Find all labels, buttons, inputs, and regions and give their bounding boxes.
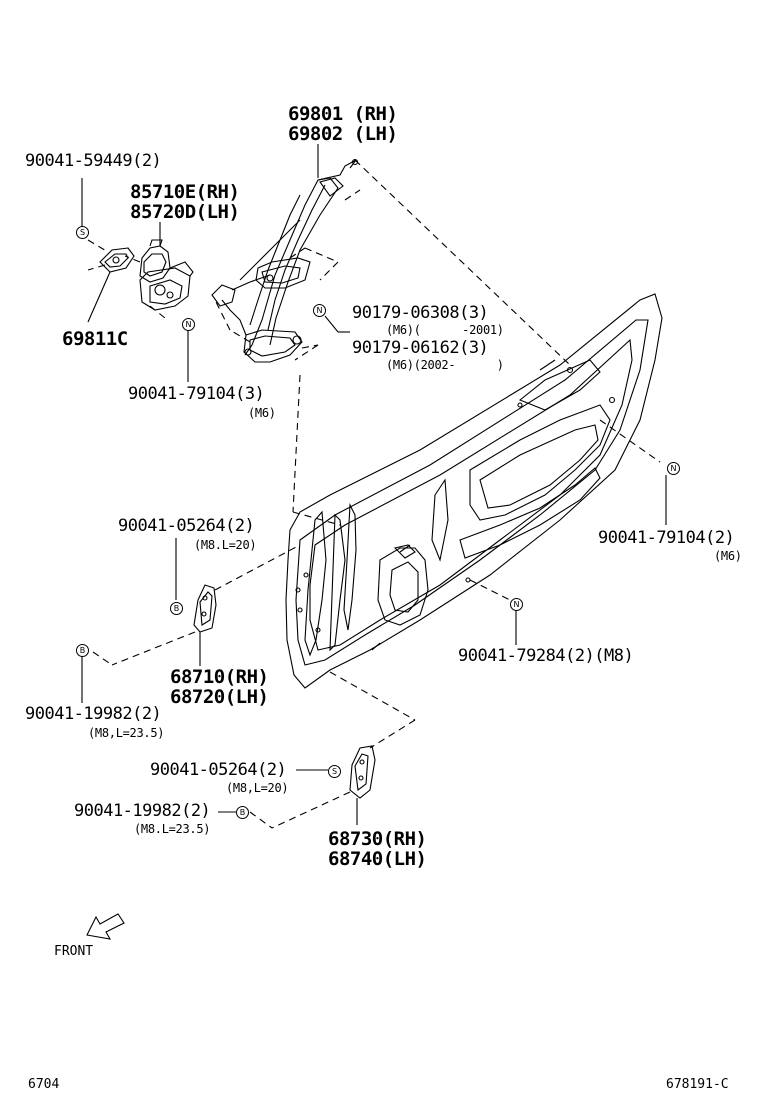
motor-cover (99, 247, 135, 273)
label-cover: 69811C (62, 328, 128, 350)
label-bolt-a: 90179-06308(3) (352, 303, 489, 323)
label-motor-rh: 85710E(RH) (130, 181, 240, 203)
leader-lines (81, 144, 667, 825)
upper-hinge (193, 584, 217, 633)
label-regulator-lh: 69802 (LH) (288, 123, 398, 145)
label-bolt-lower-hinge-s-note: (M8,L=20) (226, 781, 289, 795)
label-bolt-lower-hinge-b-note: (M8.L=23.5) (134, 822, 211, 836)
page-code: 6704 (28, 1077, 60, 1092)
dashed-lines (87, 159, 661, 829)
front-arrow-icon (86, 913, 125, 940)
label-bolt-b-note: (M6)(2002- ) (386, 358, 504, 372)
callout-n-door-right: N (667, 462, 680, 475)
callout-b-lower-hinge: B (236, 806, 249, 819)
callout-n-regulator: N (313, 304, 326, 317)
callout-s-lower-hinge: S (328, 765, 341, 778)
label-bolt-door-right: 90041-79104(2) (598, 528, 735, 548)
callout-s-top: S (76, 226, 89, 239)
label-bolt-upper-hinge-s: 90041-05264(2) (118, 516, 255, 536)
label-bolt-a-note: (M6)( -2001) (386, 323, 504, 337)
label-bolt-motor: 90041-79104(3) (128, 384, 265, 404)
label-bolt-upper-hinge-s-note: (M8.L=20) (194, 538, 257, 552)
label-bolt-lower-hinge-s: 90041-05264(2) (150, 760, 287, 780)
label-bolt-upper-hinge-b-note: (M8,L=23.5) (88, 726, 165, 740)
label-bolt-door-right-note: (M6) (714, 549, 742, 563)
label-bolt-b: 90179-06162(3) (352, 338, 489, 358)
callout-b-upper-hinge-s: B (170, 602, 183, 615)
label-bolt-upper-hinge-b: 90041-19982(2) (25, 704, 162, 724)
label-upper-hinge-lh: 68720(LH) (170, 686, 269, 708)
lower-hinge (349, 745, 376, 799)
label-upper-hinge-rh: 68710(RH) (170, 666, 269, 688)
callout-n-motor: N (182, 318, 195, 331)
label-lower-hinge-lh: 68740(LH) (328, 848, 427, 870)
label-lower-hinge-rh: 68730(RH) (328, 828, 427, 850)
label-motor-lh: 85720D(LH) (130, 201, 240, 223)
callout-n-door-bottom: N (510, 598, 523, 611)
label-bolt-door-bottom: 90041-79284(2)(M8) (458, 646, 634, 666)
diagram-code: 678191-C (666, 1077, 729, 1092)
door-panel (285, 293, 663, 689)
label-front: FRONT (54, 944, 94, 959)
label-bolt-lower-hinge-b: 90041-19982(2) (74, 801, 211, 821)
window-motor (139, 239, 194, 311)
window-regulator (211, 158, 359, 363)
callout-b-upper-hinge-b: B (76, 644, 89, 657)
label-bolt-motor-note: (M6) (248, 406, 276, 420)
label-regulator-rh: 69801 (RH) (288, 103, 398, 125)
label-screw-top: 90041-59449(2) (25, 151, 162, 171)
